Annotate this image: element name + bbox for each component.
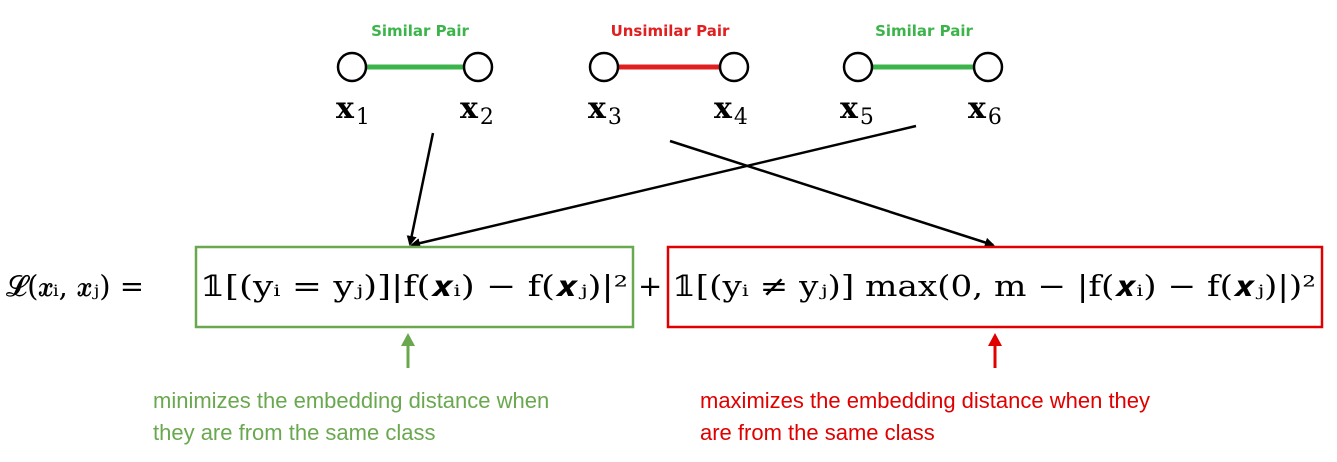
node-x6 bbox=[972, 51, 1004, 83]
pair-2-label: Unsimilar Pair bbox=[611, 22, 730, 40]
arrow-pair2-to-unsimilar-term bbox=[669, 139, 995, 248]
node-x2 bbox=[462, 51, 494, 83]
arrow-pair1-to-similar-term bbox=[406, 132, 435, 246]
node-x1 bbox=[336, 51, 368, 83]
formula-plus: + bbox=[638, 269, 662, 303]
similar-note-line-2: they are from the same class bbox=[153, 420, 435, 445]
node-x4 bbox=[718, 51, 750, 83]
similar-term: 𝟙[(yᵢ = yⱼ)]|f(𝒙ᵢ) − f(𝒙ⱼ)|² bbox=[200, 269, 628, 303]
unsimilar-term-box bbox=[666, 245, 1324, 329]
label-x5: x5 bbox=[840, 91, 874, 130]
pair-1-label: Similar Pair bbox=[371, 22, 469, 40]
similar-note-line-1: minimizes the embedding distance when bbox=[153, 388, 549, 413]
unsimilar-note-line-1: maximizes the embedding distance when th… bbox=[700, 388, 1150, 413]
unsimilar-term: 𝟙[(yᵢ ≠ yⱼ)] max(0, m − |f(𝒙ᵢ) − f(𝒙ⱼ)|)… bbox=[672, 269, 1316, 303]
label-x4: x4 bbox=[714, 91, 748, 130]
unsimilar-note-line-2: are from the same class bbox=[700, 420, 935, 445]
label-x1: x1 bbox=[336, 91, 370, 130]
formula-lhs: 𝓛(𝒙ᵢ, 𝒙ⱼ) = bbox=[6, 269, 144, 303]
pair-2: Unsimilar Pair x3 x4 bbox=[588, 22, 750, 130]
similar-term-box bbox=[194, 245, 635, 329]
node-x3 bbox=[588, 51, 620, 83]
pair-3-label: Similar Pair bbox=[875, 22, 973, 40]
similar-up-arrow-head bbox=[401, 333, 415, 346]
label-x6: x6 bbox=[968, 91, 1002, 130]
pair-3: Similar Pair x5 x6 bbox=[840, 22, 1004, 130]
pair-1: Similar Pair x1 x2 bbox=[336, 22, 494, 130]
arrow-pair3-to-similar-term bbox=[410, 124, 917, 249]
node-x5 bbox=[842, 51, 874, 83]
label-x2: x2 bbox=[460, 91, 494, 130]
unsimilar-up-arrow-head bbox=[988, 333, 1002, 346]
label-x3: x3 bbox=[588, 91, 622, 130]
